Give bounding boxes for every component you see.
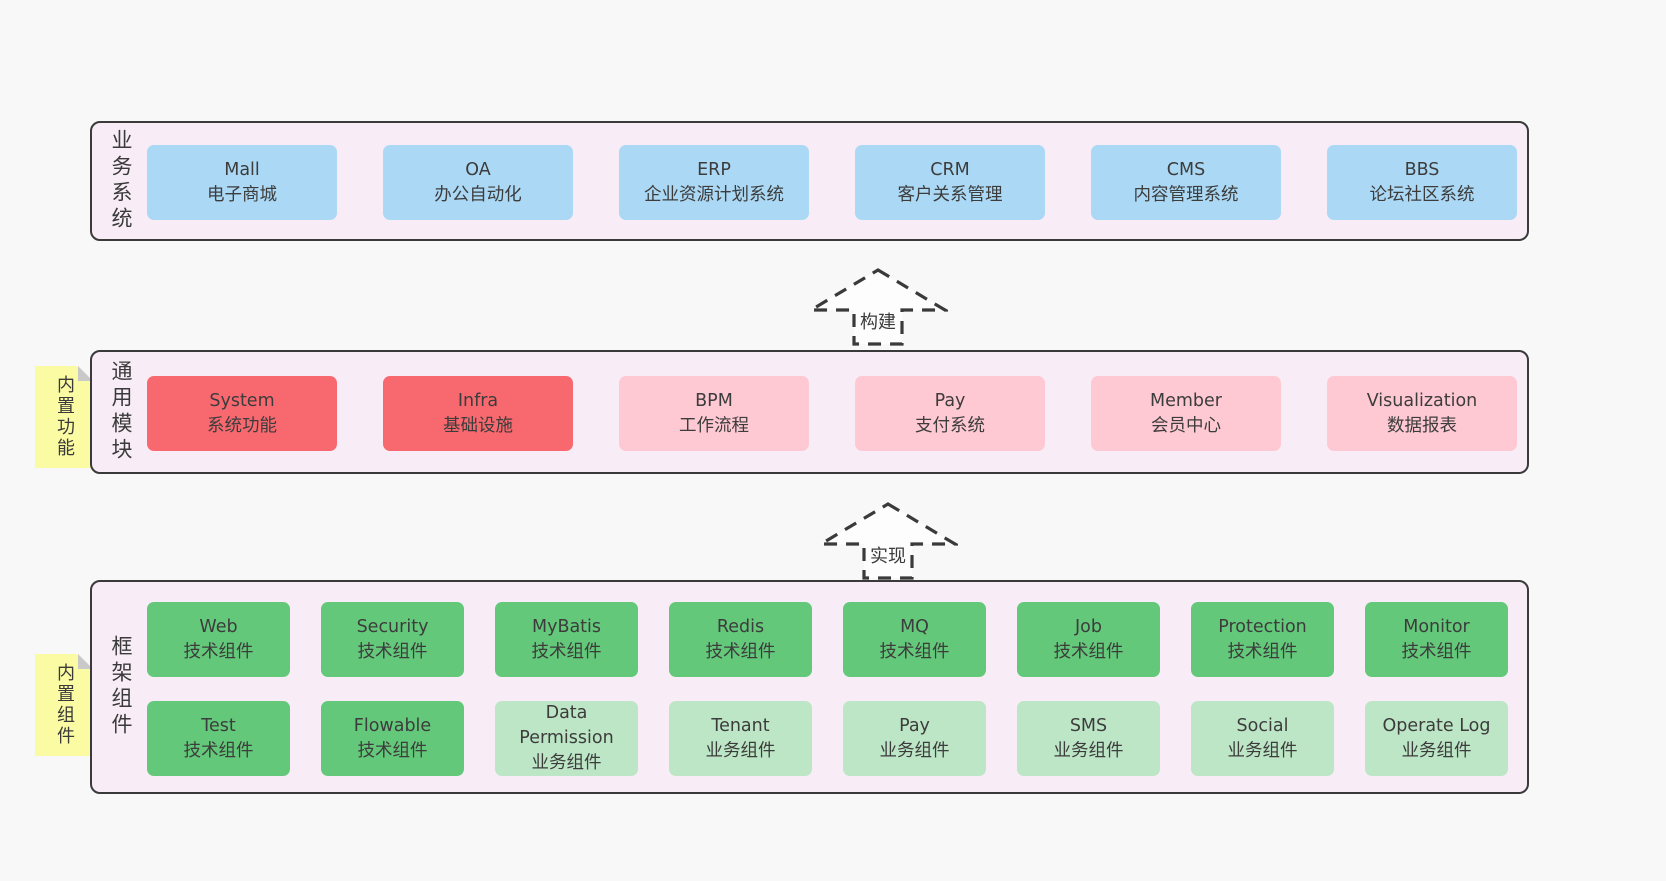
box-subtitle: 工作流程	[679, 415, 749, 436]
box-subtitle: 企业资源计划系统	[644, 184, 784, 205]
box-title: Pay	[934, 390, 966, 411]
box-subtitle: 业务组件	[1227, 740, 1298, 761]
sticky-note-label: 内置组件	[54, 663, 75, 747]
section-label: 通用模块	[109, 360, 133, 464]
box-title: Pay	[899, 715, 930, 736]
box-subtitle: 技术组件	[1053, 641, 1124, 662]
box-subtitle: 技术组件	[1227, 641, 1298, 662]
box-subtitle: 业务组件	[1053, 740, 1124, 761]
box-subtitle: 技术组件	[183, 641, 254, 662]
box-title: Visualization	[1366, 390, 1478, 411]
section-common-modules: 通用模块 System 系统功能 Infra 基础设施 BPM 工作流程 Pay…	[90, 350, 1529, 474]
box-job: Job 技术组件	[1017, 602, 1160, 677]
box-title: CRM	[930, 159, 970, 180]
section-label: 框架组件	[109, 635, 133, 739]
box-title: Protection	[1218, 616, 1307, 637]
box-subtitle: 技术组件	[357, 740, 428, 761]
box-title: Job	[1075, 616, 1102, 637]
box-subtitle: 数据报表	[1387, 415, 1457, 436]
box-title: Infra	[457, 390, 499, 411]
box-subtitle: 业务组件	[1401, 740, 1472, 761]
box-title: BBS	[1404, 159, 1440, 180]
box-subtitle: 支付系统	[915, 415, 985, 436]
box-cms: CMS 内容管理系统	[1091, 145, 1281, 220]
box-title: Operate Log	[1382, 715, 1491, 736]
box-subtitle: 技术组件	[183, 740, 254, 761]
box-title: Redis	[716, 616, 765, 637]
box-title: Social	[1236, 715, 1289, 736]
sticky-note-builtin-components: 内置组件	[35, 654, 93, 756]
box-title: Mall	[224, 159, 260, 180]
box-title: Data Permission	[519, 703, 614, 749]
box-bpm: BPM 工作流程	[619, 376, 809, 451]
box-subtitle: 业务组件	[879, 740, 950, 761]
box-pay-business: Pay 业务组件	[843, 701, 986, 776]
box-erp: ERP 企业资源计划系统	[619, 145, 809, 220]
box-title: Flowable	[353, 715, 432, 736]
sticky-note-builtin-features: 内置功能	[35, 366, 93, 468]
box-title: Member	[1150, 390, 1222, 411]
section-label: 业务系统	[109, 129, 133, 233]
box-test: Test 技术组件	[147, 701, 290, 776]
arrow-label: 实现	[867, 541, 909, 569]
box-title: ERP	[697, 159, 731, 180]
box-title: System	[209, 390, 275, 411]
box-subtitle: 技术组件	[531, 641, 602, 662]
box-redis: Redis 技术组件	[669, 602, 812, 677]
box-title: Test	[201, 715, 236, 736]
box-bbs: BBS 论坛社区系统	[1327, 145, 1517, 220]
box-mybatis: MyBatis 技术组件	[495, 602, 638, 677]
box-member: Member 会员中心	[1091, 376, 1281, 451]
box-oa: OA 办公自动化	[383, 145, 573, 220]
box-subtitle: 系统功能	[207, 415, 277, 436]
box-subtitle: 客户关系管理	[897, 184, 1003, 205]
arrow-build: 构建	[808, 268, 948, 346]
box-title: Security	[356, 616, 429, 637]
box-flowable: Flowable 技术组件	[321, 701, 464, 776]
box-subtitle: 基础设施	[443, 415, 513, 436]
box-subtitle: 会员中心	[1151, 415, 1221, 436]
box-subtitle: 内容管理系统	[1133, 184, 1239, 205]
box-data-permission: Data Permission 业务组件	[495, 701, 638, 776]
box-subtitle: 论坛社区系统	[1369, 184, 1475, 205]
sticky-note-label: 内置功能	[54, 375, 75, 459]
box-title: SMS	[1069, 715, 1108, 736]
box-title: BPM	[695, 390, 733, 411]
box-title: MQ	[900, 616, 929, 637]
box-visualization: Visualization 数据报表	[1327, 376, 1517, 451]
box-subtitle: 技术组件	[1401, 641, 1472, 662]
box-monitor: Monitor 技术组件	[1365, 602, 1508, 677]
box-title: Web	[199, 616, 238, 637]
box-title: OA	[465, 159, 491, 180]
box-subtitle: 电子商城	[207, 184, 277, 205]
box-tenant: Tenant 业务组件	[669, 701, 812, 776]
box-system: System 系统功能	[147, 376, 337, 451]
section-framework-components: 框架组件 Web 技术组件 Security 技术组件 MyBatis 技术组件…	[90, 580, 1529, 794]
box-subtitle: 技术组件	[357, 641, 428, 662]
box-infra: Infra 基础设施	[383, 376, 573, 451]
section-business-systems: 业务系统 Mall 电子商城 OA 办公自动化 ERP 企业资源计划系统 CRM…	[90, 121, 1529, 241]
box-subtitle: 技术组件	[705, 641, 776, 662]
box-protection: Protection 技术组件	[1191, 602, 1334, 677]
box-title: CMS	[1166, 159, 1206, 180]
box-title: Tenant	[711, 715, 770, 736]
box-title: MyBatis	[531, 616, 602, 637]
box-crm: CRM 客户关系管理	[855, 145, 1045, 220]
box-social: Social 业务组件	[1191, 701, 1334, 776]
box-title: Monitor	[1403, 616, 1470, 637]
box-subtitle: 业务组件	[531, 752, 602, 773]
box-sms: SMS 业务组件	[1017, 701, 1160, 776]
arrow-label: 构建	[857, 307, 899, 335]
box-security: Security 技术组件	[321, 602, 464, 677]
box-subtitle: 技术组件	[879, 641, 950, 662]
arrow-implement: 实现	[818, 502, 958, 580]
box-mq: MQ 技术组件	[843, 602, 986, 677]
box-subtitle: 办公自动化	[434, 184, 522, 205]
box-operate-log: Operate Log 业务组件	[1365, 701, 1508, 776]
box-mall: Mall 电子商城	[147, 145, 337, 220]
box-subtitle: 业务组件	[705, 740, 776, 761]
box-web: Web 技术组件	[147, 602, 290, 677]
box-pay: Pay 支付系统	[855, 376, 1045, 451]
